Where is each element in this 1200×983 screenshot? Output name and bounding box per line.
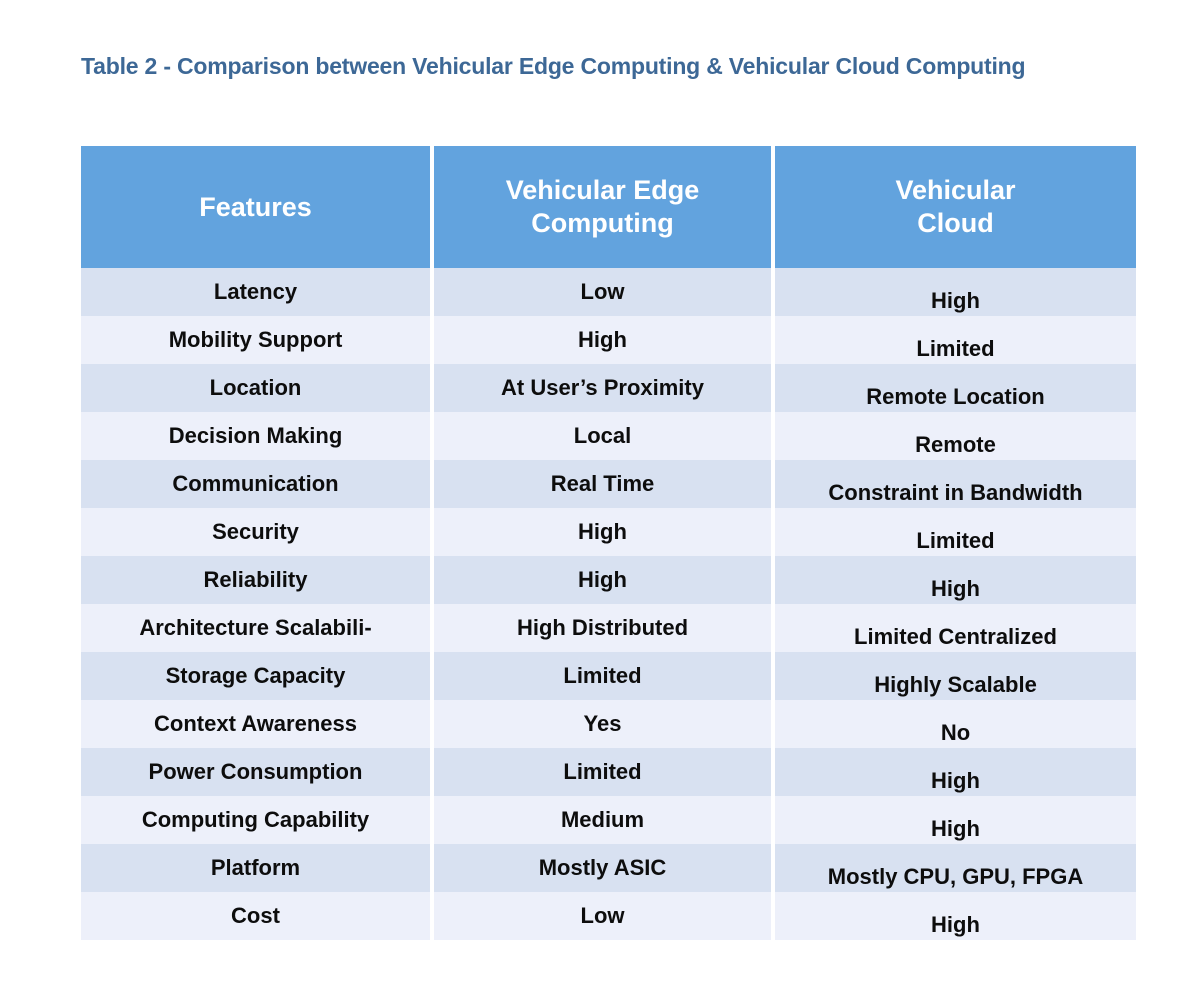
cell-cloud: High <box>775 796 1136 844</box>
cell-edge: High <box>434 508 775 556</box>
column-header-features: Features <box>81 146 434 268</box>
cell-cloud: No <box>775 700 1136 748</box>
cell-edge: Limited <box>434 652 775 700</box>
cell-feature: Cost <box>81 892 434 940</box>
column-header-edge-line-1: Vehicular Edge <box>505 175 700 206</box>
cell-cloud: High <box>775 556 1136 604</box>
cell-edge: Low <box>434 892 775 940</box>
cell-edge: High <box>434 316 775 364</box>
cell-edge: Local <box>434 412 775 460</box>
cell-edge: Mostly ASIC <box>434 844 775 892</box>
cell-edge: High Distributed <box>434 604 775 652</box>
cell-edge: At User’s Proximity <box>434 364 775 412</box>
cell-cloud: High <box>775 748 1136 796</box>
cell-cloud: High <box>775 268 1136 316</box>
cell-edge: Low <box>434 268 775 316</box>
column-header-features-line-1: Features <box>199 191 312 222</box>
cell-feature: Reliability <box>81 556 434 604</box>
cell-edge: Yes <box>434 700 775 748</box>
cell-cloud: Limited <box>775 316 1136 364</box>
cell-edge: Real Time <box>434 460 775 508</box>
cell-edge: High <box>434 556 775 604</box>
cell-feature: Location <box>81 364 434 412</box>
cell-cloud: Constraint in Bandwidth <box>775 460 1136 508</box>
cell-cloud: Remote <box>775 412 1136 460</box>
column-header-vehicular-cloud: Vehicular Cloud <box>775 146 1136 268</box>
cell-feature: Context Awareness <box>81 700 434 748</box>
column-header-vehicular-edge-computing: Vehicular Edge Computing <box>434 146 775 268</box>
cell-cloud: Mostly CPU, GPU, FPGA <box>775 844 1136 892</box>
header-row: Features Vehicular Edge Computing Vehicu… <box>81 146 1136 268</box>
cell-feature: Communication <box>81 460 434 508</box>
cell-feature: Decision Making <box>81 412 434 460</box>
cell-feature: Security <box>81 508 434 556</box>
column-header-edge-line-2: Computing <box>531 208 674 238</box>
column-header-cloud-line-2: Cloud <box>917 208 994 238</box>
cell-feature: Computing Capability <box>81 796 434 844</box>
cell-feature: Storage Capacity <box>81 652 434 700</box>
cell-edge: Limited <box>434 748 775 796</box>
page-title: Table 2 - Comparison between Vehicular E… <box>81 53 1026 79</box>
cell-edge: Medium <box>434 796 775 844</box>
cell-cloud: Limited Centralized <box>775 604 1136 652</box>
cell-feature: Power Consumption <box>81 748 434 796</box>
cell-feature: Architecture Scalabili- <box>81 604 434 652</box>
cell-cloud: Limited <box>775 508 1136 556</box>
cell-cloud: High <box>775 892 1136 940</box>
comparison-table: Features Vehicular Edge Computing Vehicu… <box>81 146 1136 940</box>
cell-feature: Platform <box>81 844 434 892</box>
cell-feature: Mobility Support <box>81 316 434 364</box>
cell-cloud: Remote Location <box>775 364 1136 412</box>
table-header: Features Vehicular Edge Computing Vehicu… <box>81 146 1136 268</box>
cell-cloud: Highly Scalable <box>775 652 1136 700</box>
cell-feature: Latency <box>81 268 434 316</box>
column-header-cloud-line-1: Vehicular <box>895 175 1016 206</box>
